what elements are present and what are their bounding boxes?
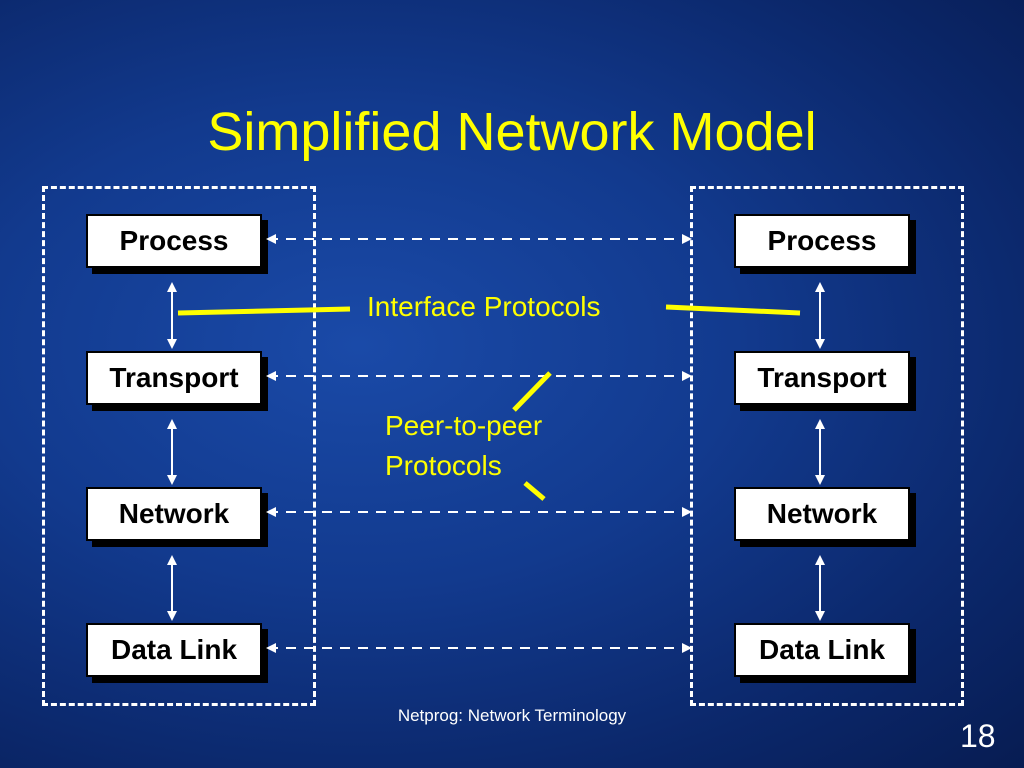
layer-label: Data Link — [110, 634, 238, 665]
left-layer-network: Network — [86, 487, 262, 541]
callout-peer-bottom — [523, 481, 546, 501]
left-layer-process: Process — [86, 214, 262, 268]
layer-label: Transport — [757, 362, 887, 393]
left-layer-transport: Transport — [86, 351, 262, 405]
peer-protocols-label-line2: Protocols — [385, 450, 502, 481]
left-host-group — [42, 186, 316, 706]
layer-label: Network — [766, 498, 878, 529]
left-layer-data-link: Data Link — [86, 623, 262, 677]
slide-title: Simplified Network Model — [207, 102, 817, 162]
right-host-group — [690, 186, 964, 706]
callout-interface-left — [177, 306, 351, 316]
layer-label: Transport — [109, 362, 239, 393]
callout-peer-top — [512, 371, 552, 412]
slide-footer: Netprog: Network Terminology — [397, 706, 627, 725]
right-layer-transport: Transport — [734, 351, 910, 405]
layer-label: Data Link — [758, 634, 886, 665]
right-layer-data-link: Data Link — [734, 623, 910, 677]
interface-protocols-label: Interface Protocols — [367, 291, 601, 322]
right-layer-process: Process — [734, 214, 910, 268]
layer-label: Network — [118, 498, 230, 529]
callout-interface-right — [665, 304, 801, 316]
peer-protocols-label-line1: Peer-to-peer — [385, 410, 543, 441]
layer-label: Process — [767, 225, 877, 256]
layer-label: Process — [119, 225, 229, 256]
right-layer-network: Network — [734, 487, 910, 541]
page-number: 18 — [960, 718, 996, 754]
